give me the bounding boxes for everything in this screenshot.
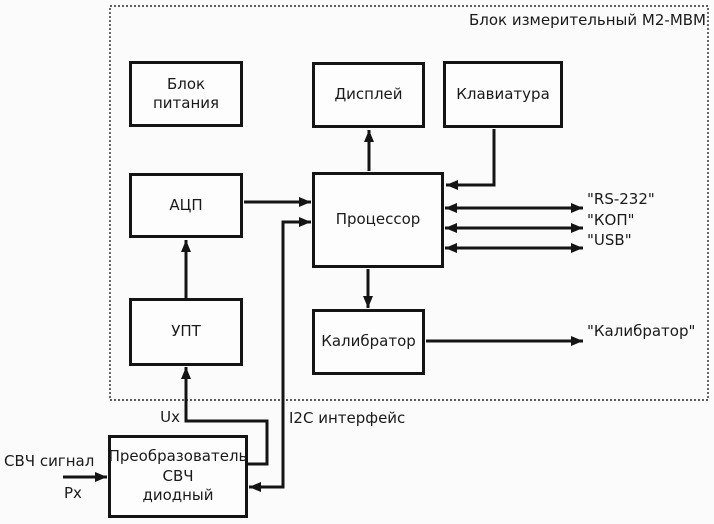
block-keyboard: Клавиатура — [443, 61, 563, 128]
signal-label-ux: Ux — [160, 408, 180, 426]
arrow-i2c-processor-converter — [249, 217, 311, 492]
signal-label-i2c-interface: I2C интерфейс — [289, 409, 406, 427]
block-microwave-converter-line2: СВЧ — [162, 466, 194, 485]
signal-label-microwave-input: СВЧ сигнал — [4, 452, 95, 470]
block-microwave-converter-line3: диодный — [142, 486, 214, 505]
block-power-supply-label: Блок питания — [152, 74, 220, 113]
block-dc-amplifier: УПТ — [129, 298, 243, 366]
block-adc-label: АЦП — [169, 195, 203, 214]
port-label-calibrator-output: "Калибратор" — [587, 322, 696, 340]
port-label-usb: "USB" — [587, 231, 632, 249]
block-processor: Процессор — [312, 172, 444, 268]
diagram-title: Блок измерительный М2-МВМ — [468, 11, 706, 29]
block-microwave-converter-line1: Преобразователь — [108, 447, 248, 466]
block-microwave-converter: Преобразователь СВЧ диодный — [108, 435, 248, 518]
arrow-keyboard-to-processor — [446, 129, 496, 190]
block-adc: АЦП — [129, 173, 243, 238]
block-display: Дисплей — [312, 62, 425, 128]
port-label-gpib: "КОП" — [587, 211, 635, 229]
block-power-supply: Блок питания — [129, 61, 243, 127]
block-dc-amplifier-label: УПТ — [171, 322, 201, 341]
port-label-rs232: "RS-232" — [587, 190, 655, 208]
block-keyboard-label: Клавиатура — [456, 84, 550, 103]
block-calibrator-label: Калибратор — [321, 332, 416, 351]
block-display-label: Дисплей — [334, 85, 403, 104]
signal-label-px: Px — [64, 484, 82, 502]
block-processor-label: Процессор — [335, 210, 421, 229]
block-calibrator: Калибратор — [312, 309, 425, 375]
